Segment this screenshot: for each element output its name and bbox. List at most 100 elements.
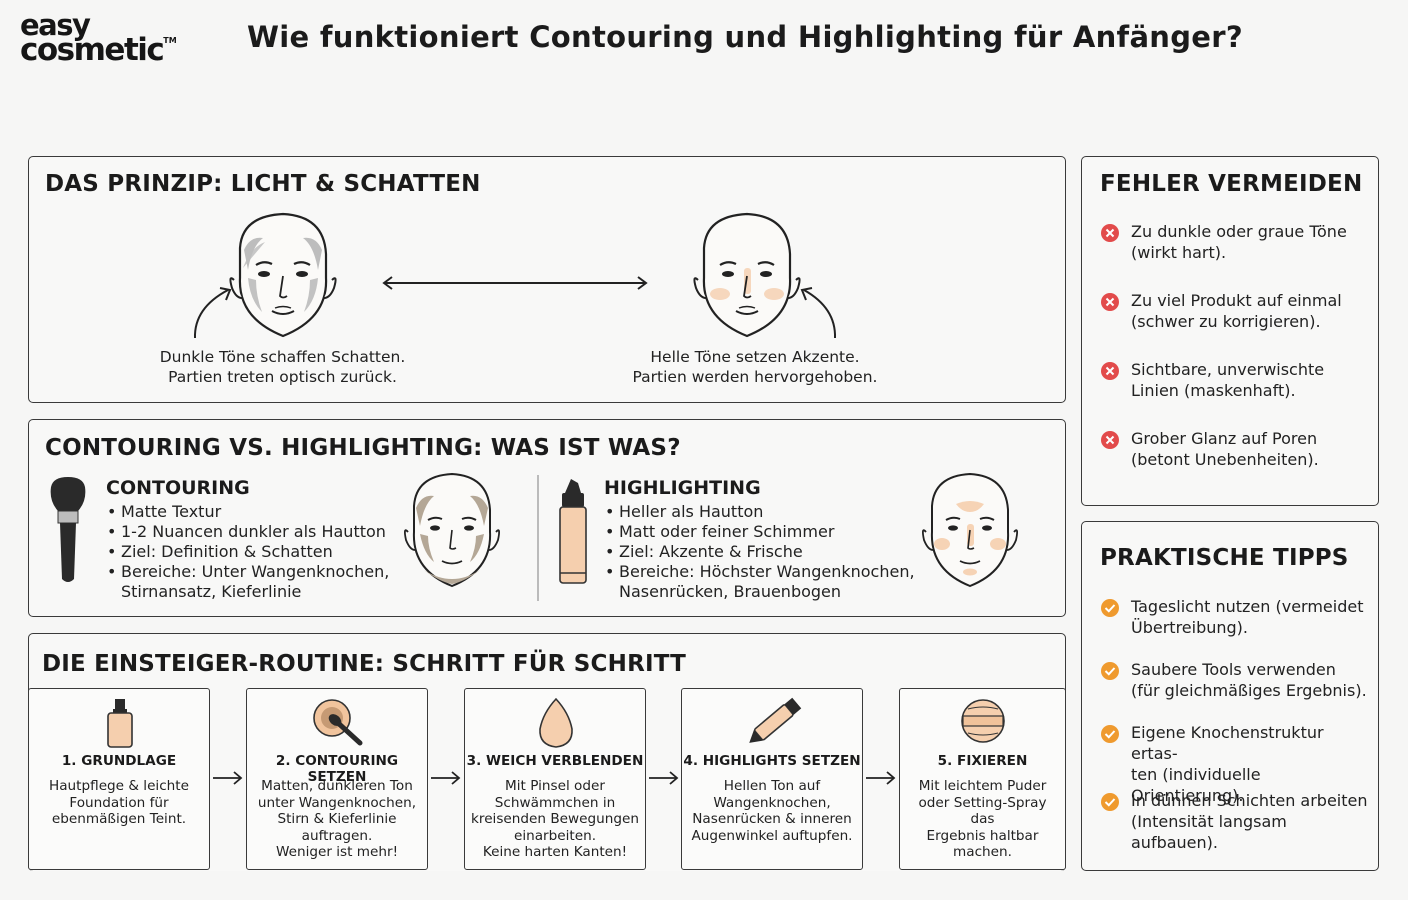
step-text-line: Nasenrücken & inneren xyxy=(692,811,852,827)
principle-title: DAS PRINZIP: LICHT & SCHATTEN xyxy=(45,171,481,197)
step-text-line: Keine harten Kanten! xyxy=(482,844,628,860)
highlighter-pen-icon xyxy=(749,697,802,743)
step-text-line: Mit leichtem Puder xyxy=(918,778,1047,794)
highlighting-bullet: Matt oder feiner Schimmer xyxy=(604,522,924,542)
check-icon xyxy=(1101,599,1119,617)
step-text-line: Matten, dunkleren Ton xyxy=(261,778,413,794)
mistake-text: Zu dunkle oder graue Töne(wirkt hart). xyxy=(1131,221,1373,263)
shadow-face-illustration xyxy=(193,212,337,339)
step-card-contouring: 2. CONTOURING SETZEN Matten, dunkleren T… xyxy=(246,688,428,870)
step-text-line: Ergebnis haltbar xyxy=(926,827,1039,844)
versus-title: CONTOURING VS. HIGHLIGHTING: WAS IST WAS… xyxy=(45,435,681,461)
step-text-line: machen. xyxy=(953,844,1012,860)
mistake-line: Grober Glanz auf Poren xyxy=(1131,429,1318,448)
shadow-caption: Dunkle Töne schaffen Schatten. Partien t… xyxy=(120,347,445,387)
check-icon xyxy=(1101,793,1119,811)
mistake-text: Grober Glanz auf Poren (betont Unebenheit… xyxy=(1131,428,1373,470)
tip-line: (Intensität langsam aufbauen). xyxy=(1131,812,1287,852)
contouring-heading: CONTOURING xyxy=(106,477,250,499)
versus-divider xyxy=(537,475,539,601)
tip-line: Eigene Knochenstruktur ertas- xyxy=(1131,723,1324,763)
contouring-bullet-continuation: Stirnansatz, Kieferlinie xyxy=(121,582,302,601)
step-text-line: unter Wangenknochen, xyxy=(257,794,417,811)
mistakes-panel xyxy=(1081,156,1379,506)
highlight-caption-line-2: Partien werden hervorgehoben. xyxy=(632,368,878,386)
highlighting-bullet-continuation: Nasenrücken, Brauenbogen xyxy=(619,582,842,601)
contour-face-illustration xyxy=(403,472,501,588)
tip-line: In dünnen Schichten arbeiten xyxy=(1131,791,1368,810)
tip-text: In dünnen Schichten arbeiten (Intensität … xyxy=(1131,790,1373,853)
step-title: 1. GRUNDLAGE xyxy=(61,753,177,769)
step-text: Mit Pinsel oder Schwämmchen in kreisende… xyxy=(471,778,639,861)
step-text-line: einarbeiten. xyxy=(513,827,597,844)
step-text-line: Wangenknochen, xyxy=(713,794,831,811)
step-arrow-icon xyxy=(213,771,243,785)
step-title: 5. FIXIEREN xyxy=(937,753,1028,769)
tip-text: Saubere Tools verwenden(für gleichmäßige… xyxy=(1131,659,1373,701)
check-icon xyxy=(1101,725,1119,743)
step-text-line: auftragen. xyxy=(301,827,373,844)
mistake-line: Linien (maskenhaft). xyxy=(1131,381,1296,400)
error-x-icon xyxy=(1101,362,1119,380)
step-text-line: kreisenden Bewegungen xyxy=(471,811,639,827)
tips-title: PRAKTISCHE TIPPS xyxy=(1100,545,1349,571)
contouring-bullet: Ziel: Definition & Schatten xyxy=(106,542,406,562)
mistake-line: Sichtbare, unverwischte xyxy=(1131,360,1325,379)
step-text-line: oder Setting-Spray das xyxy=(918,794,1047,828)
step-text-line: Augenwinkel auftupfen. xyxy=(691,827,853,844)
step-title: 2. CONTOURING SETZEN xyxy=(275,753,399,785)
highlighting-list: Heller als Hautton Matt oder feiner Schi… xyxy=(604,502,924,582)
tip-line: ten (individuelle Orientierung). xyxy=(1131,765,1261,805)
step-text: Hautpflege & leichte Foundation für eben… xyxy=(35,778,203,828)
logo-line-2: cosmeticTM xyxy=(20,34,177,65)
highlighting-bullet: Ziel: Akzente & Frische xyxy=(604,542,924,562)
mistake-text: Zu viel Produkt auf einmal(schwer zu kor… xyxy=(1131,290,1373,332)
contouring-list: Matte Textur 1-2 Nuancen dunkler als Hau… xyxy=(106,502,406,582)
check-icon xyxy=(1101,662,1119,680)
step-text-line: Hellen Ton auf xyxy=(723,778,821,794)
step-text-line: Schwämmchen in xyxy=(494,794,616,811)
mistake-line: Zu viel Produkt auf einmal xyxy=(1131,291,1342,310)
step-text: Hellen Ton auf Wangenknochen, Nasenrücke… xyxy=(688,778,856,844)
foundation-bottle-icon xyxy=(107,699,133,748)
step-title: 3. WEICH VERBLENDEN xyxy=(466,753,644,769)
tip-line: (für gleichmäßiges Ergebnis). xyxy=(1131,681,1367,700)
shadow-caption-line-2: Partien treten optisch zurück. xyxy=(168,368,397,386)
routine-title: DIE EINSTEIGER-ROUTINE: SCHRITT FÜR SCHR… xyxy=(42,651,687,677)
step-text: Matten, dunkleren Ton unter Wangenknoche… xyxy=(253,778,421,861)
error-x-icon xyxy=(1101,293,1119,311)
error-x-icon xyxy=(1101,431,1119,449)
step-card-grundlage: 1. GRUNDLAGE Hautpflege & leichte Founda… xyxy=(28,688,210,870)
step-title: 4. HIGHLIGHTS SETZEN xyxy=(683,753,861,769)
step-card-fixieren: 5. FIXIEREN Mit leichtem Puder oder Sett… xyxy=(899,688,1066,870)
contouring-bullet: Bereiche: Unter Wangenknochen, xyxy=(106,562,406,582)
principle-panel xyxy=(28,156,1066,403)
double-arrow-icon xyxy=(382,276,648,290)
step-card-highlights: 4. HIGHLIGHTS SETZEN Hellen Ton auf Wang… xyxy=(681,688,863,870)
step-text-line: ebenmäßigen Teint. xyxy=(51,811,187,827)
step-card-verblenden: 3. WEICH VERBLENDEN Mit Pinsel oder Schw… xyxy=(464,688,646,870)
tip-line: Tageslicht nutzen (vermeidet xyxy=(1131,597,1364,616)
step-text: Mit leichtem Puder oder Setting-Spray da… xyxy=(906,778,1059,861)
shadow-caption-line-1: Dunkle Töne schaffen Schatten. xyxy=(159,348,406,366)
error-x-icon xyxy=(1101,224,1119,242)
step-text-line: Weniger ist mehr! xyxy=(275,844,399,860)
highlight-face-illustration xyxy=(693,212,837,339)
highlight-caption-line-1: Helle Töne setzen Akzente. xyxy=(650,348,860,366)
step-text-line: Stirn & Kieferlinie xyxy=(277,811,397,827)
brand-logo: easy cosmeticTM xyxy=(20,8,177,66)
step-arrow-icon xyxy=(866,771,896,785)
highlighter-stick-icon xyxy=(559,479,587,584)
mistake-line: Zu dunkle oder graue Töne xyxy=(1131,222,1347,241)
logo-line-1: easy xyxy=(20,8,91,42)
highlighting-heading: HIGHLIGHTING xyxy=(604,477,761,499)
step-arrow-icon xyxy=(431,771,461,785)
highlighting-bullet: Bereiche: Höchster Wangenknochen, xyxy=(604,562,924,582)
sponge-icon xyxy=(539,697,573,748)
step-text-line: Hautpflege & leichte xyxy=(49,778,189,794)
step-arrow-icon xyxy=(649,771,679,785)
mistake-line: (betont Unebenheiten). xyxy=(1131,450,1319,469)
tip-line: Übertreibung). xyxy=(1131,618,1248,637)
logo-word: cosmetic xyxy=(20,31,165,68)
tips-panel xyxy=(1081,521,1379,871)
